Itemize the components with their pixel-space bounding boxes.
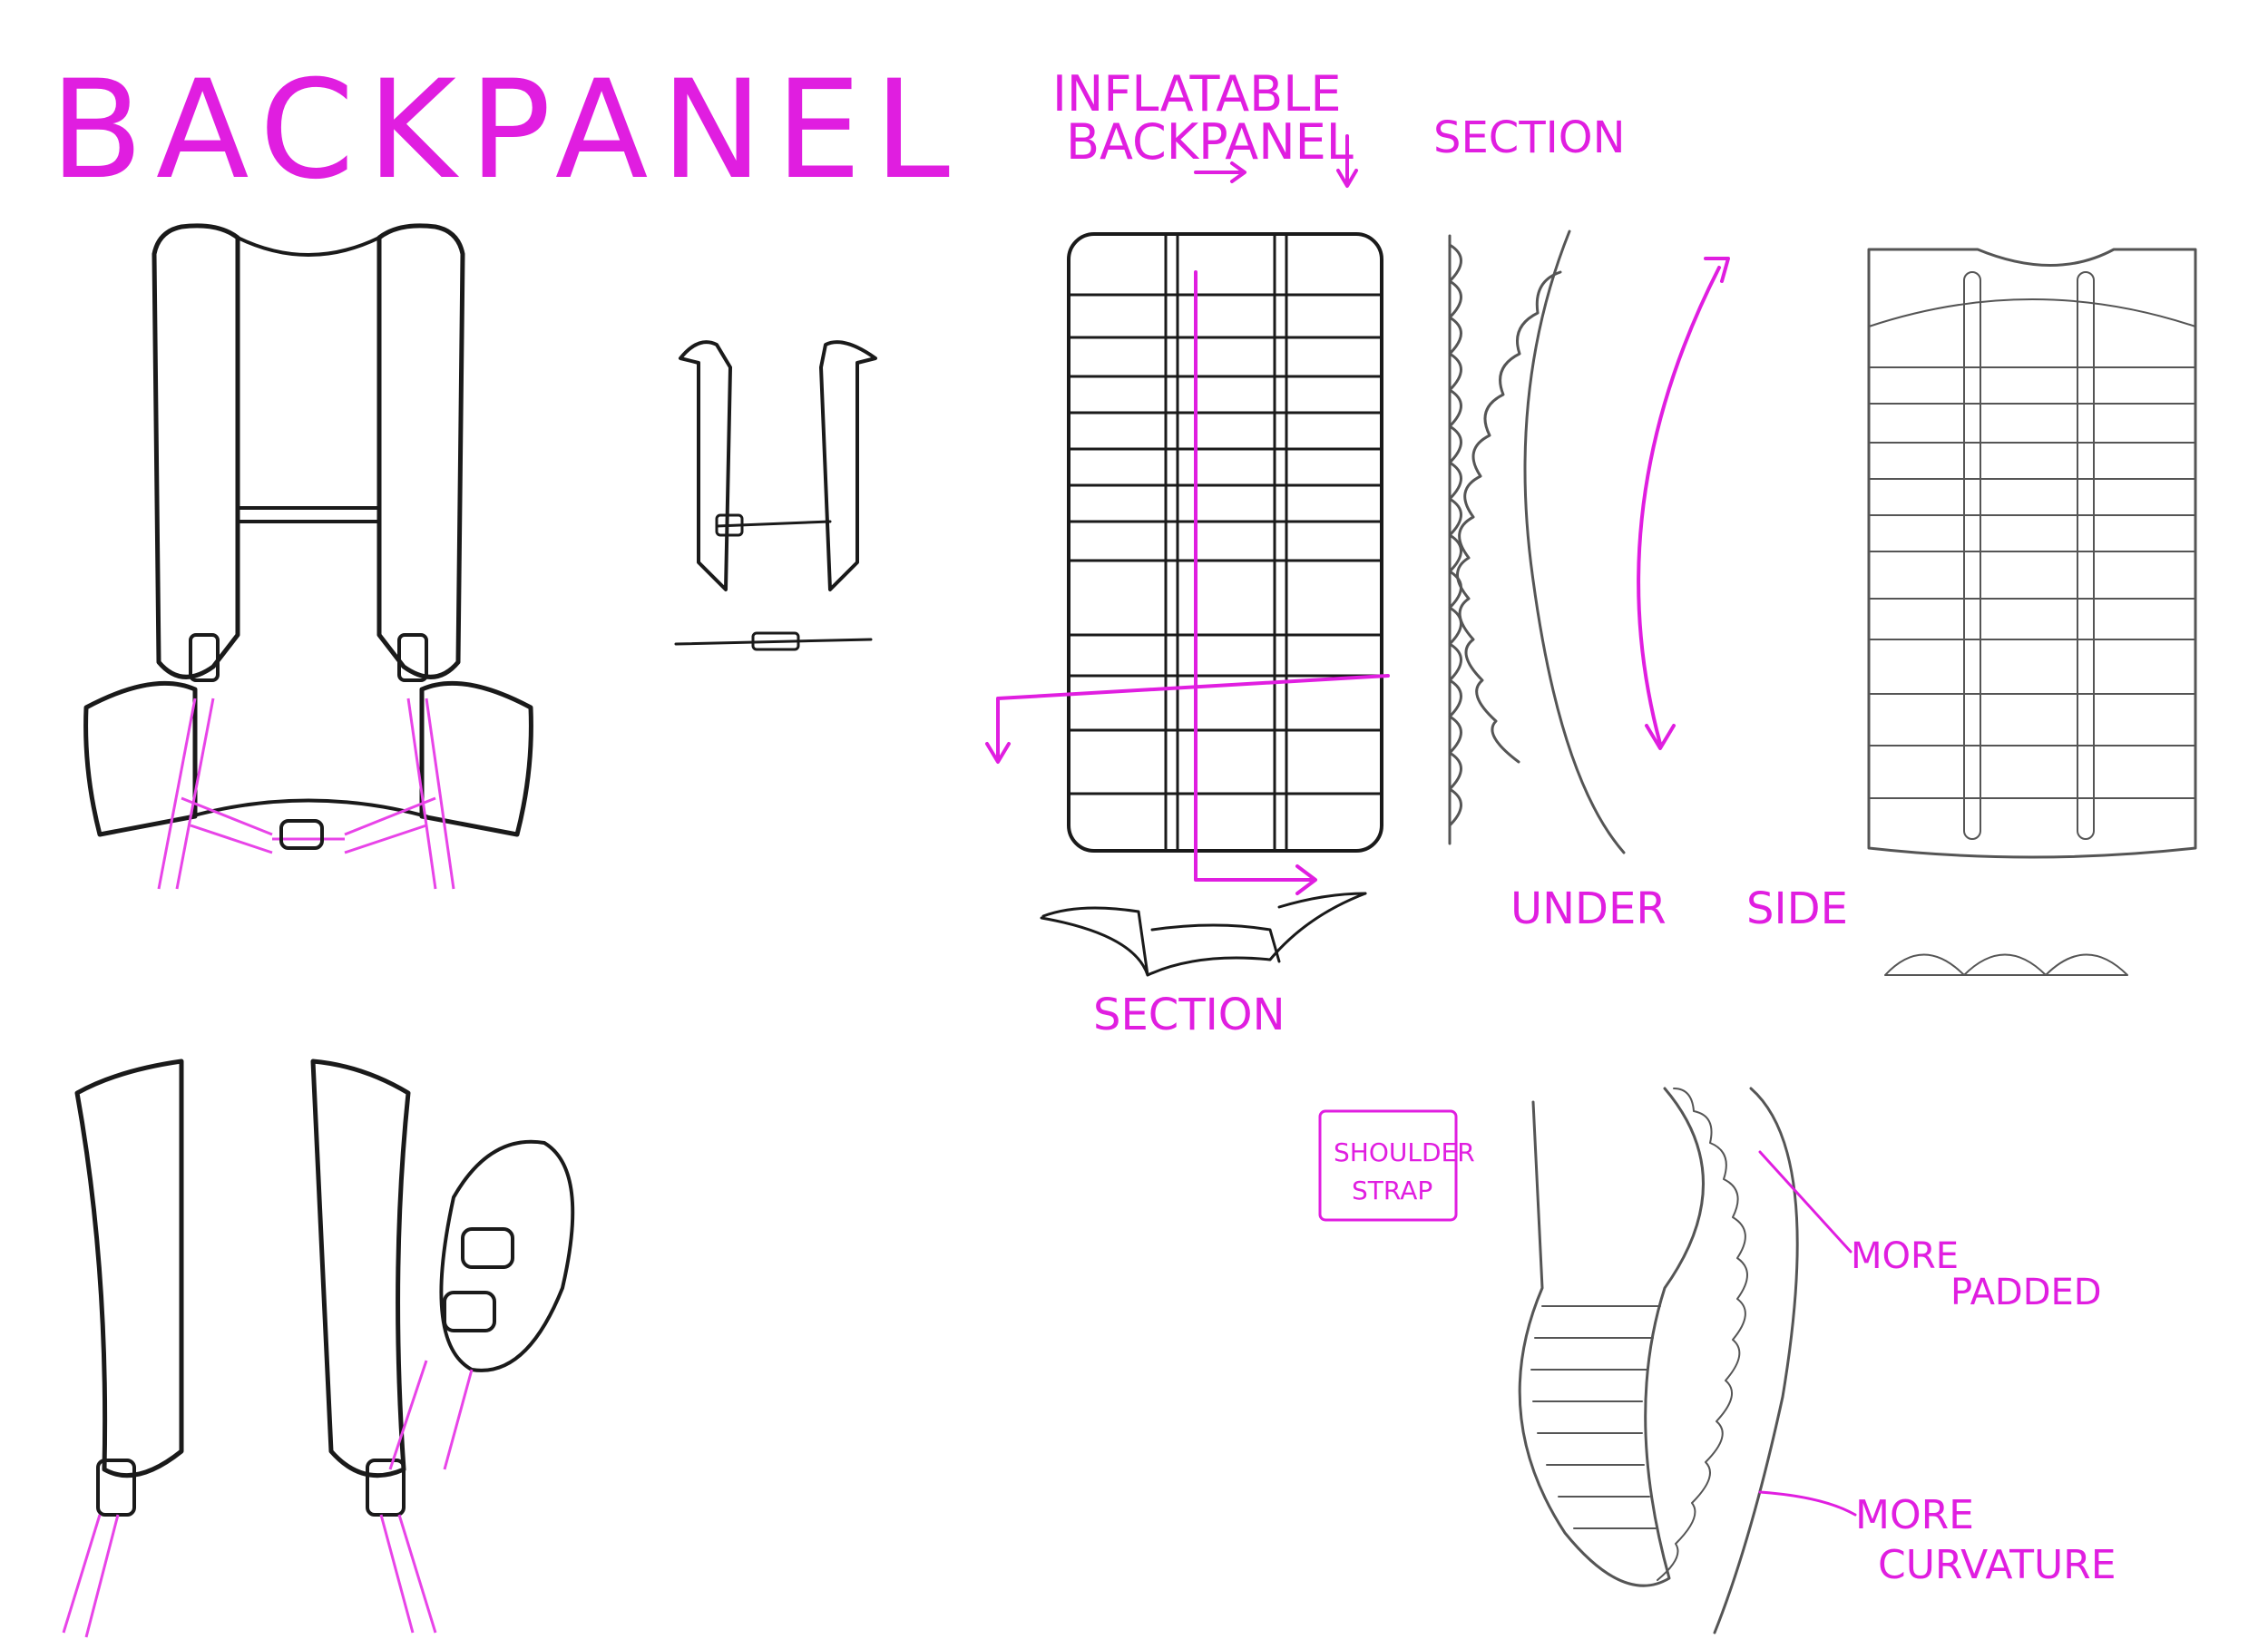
curve-arrow	[1637, 257, 1730, 750]
underside-sketch	[1867, 248, 2197, 976]
label-section-bottom: SECTION	[1093, 990, 1285, 1040]
pointer-more-padded	[1758, 1150, 1853, 1254]
shoulder-strap-label-box: SHOULDER STRAP	[1318, 1109, 1475, 1222]
section-bottom-sketch	[1040, 892, 1367, 977]
harness-large-sketch	[83, 223, 533, 890]
label-section-top: SECTION	[1433, 112, 1625, 163]
label-more-padded-line2: PADDED	[1950, 1272, 2102, 1313]
label-shoulder-line1: SHOULDER	[1334, 1137, 1475, 1167]
label-shoulder-line2: STRAP	[1352, 1176, 1432, 1205]
page-title: BACKPANEL	[50, 52, 963, 210]
side-profile-sketch	[1448, 229, 1626, 854]
label-more-padded-line1: MORE	[1851, 1235, 1959, 1277]
strap-detail-sketch	[62, 1059, 575, 1638]
label-more-curvature-line2: CURVATURE	[1878, 1542, 2116, 1588]
label-under: UNDER	[1510, 883, 1667, 934]
shoulder-strap-profile-sketch	[1518, 1087, 1799, 1634]
pointer-more-curvature	[1758, 1490, 1857, 1517]
label-inflatable-line2: BACKPANEL	[1066, 113, 1354, 171]
backpanel-grid-sketch	[1067, 232, 1383, 853]
harness-small-sketch	[674, 340, 877, 651]
label-inflatable-line1: INFLATABLE	[1052, 65, 1341, 122]
section-arrows	[985, 134, 1390, 895]
label-side: SIDE	[1746, 883, 1848, 934]
label-more-curvature-line1: MORE	[1855, 1492, 1974, 1538]
